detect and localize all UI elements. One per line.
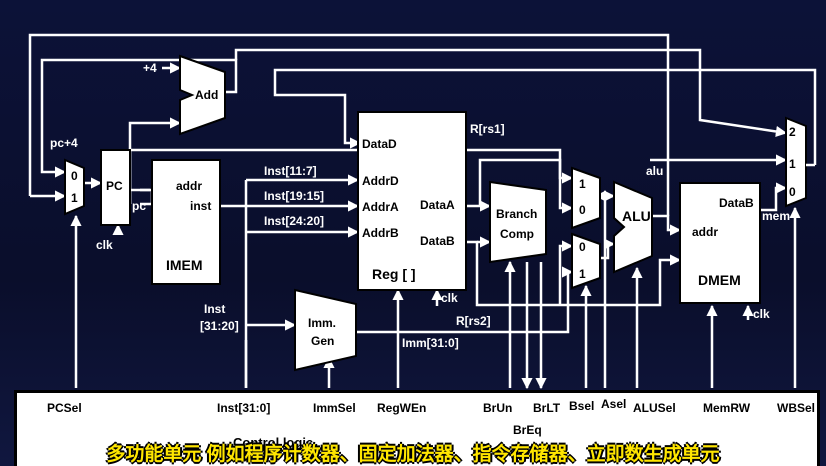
signal-brlt: BrLT xyxy=(533,401,561,415)
signal-breq: BrEq xyxy=(513,423,542,437)
dmem-clk-label: clk xyxy=(753,307,770,321)
reg-clk-label: clk xyxy=(441,291,458,305)
immgen-label-1: Imm. xyxy=(308,316,336,330)
pc-clk-label: clk xyxy=(96,238,113,252)
dmem-addr-label: addr xyxy=(692,225,718,239)
pc-out-label: pc xyxy=(132,199,146,213)
bmux-in0: 0 xyxy=(579,240,586,254)
amux-in1: 1 xyxy=(579,177,586,191)
signal-pcsel: PCSel xyxy=(47,401,82,415)
wire-pc-plus4-to-wbmux xyxy=(234,48,788,138)
signal-alusel: ALUSel xyxy=(633,401,676,415)
signal-memrw: MemRW xyxy=(703,401,751,415)
wire-pc-plus4-feedback xyxy=(40,58,238,178)
imem-label: IMEM xyxy=(166,257,203,273)
signal-brun: BrUn xyxy=(483,401,513,415)
signal-regwen: RegWEn xyxy=(377,401,427,415)
signal-bsel: Bsel xyxy=(569,399,595,413)
branch-comparator xyxy=(489,180,547,264)
wire-alu-to-wbmux xyxy=(666,154,788,216)
signal-wbsel: WBSel xyxy=(777,401,816,415)
signal-immsel: ImmSel xyxy=(313,401,356,415)
dmem-datab-label: DataB xyxy=(719,196,754,210)
wire-rs1-to-amux xyxy=(478,158,574,214)
pc-label: PC xyxy=(106,179,123,193)
b-mux xyxy=(571,232,601,290)
adder-block xyxy=(179,54,226,136)
wb-mux xyxy=(785,116,807,208)
a-mux xyxy=(571,166,601,230)
dmem-label: DMEM xyxy=(698,272,741,288)
pc-plus4-label: pc+4 xyxy=(50,136,78,150)
reg-datad-label: DataD xyxy=(362,137,397,151)
immgen-label-2: Gen xyxy=(311,334,334,348)
inst-imm-label-a: Inst xyxy=(204,302,225,316)
inst-rs2-label: Inst[24:20] xyxy=(264,214,324,228)
pc-register xyxy=(100,149,131,226)
pc-mux-in1: 1 xyxy=(71,191,78,205)
wire-writeback-bus xyxy=(273,68,817,165)
reg-addrd-label: AddrD xyxy=(362,174,399,188)
rs1-out-label: R[rs1] xyxy=(470,122,505,136)
wire-bmux-to-alu xyxy=(600,238,616,260)
reg-addra-label: AddrA xyxy=(362,200,399,214)
mem-out-label: mem xyxy=(762,209,790,223)
wbmux-in2: 2 xyxy=(789,125,796,139)
amux-in0: 0 xyxy=(579,203,586,217)
adder-label: Add xyxy=(195,88,218,102)
pc-mux xyxy=(64,158,85,216)
control-logic-title: Control logic xyxy=(233,435,314,450)
control-logic-block: PCSel Inst[31:0] ImmSel RegWEn BrUn BrEq… xyxy=(14,390,820,466)
inst-rd-label: Inst[11:7] xyxy=(264,164,317,178)
alu-out-label: alu xyxy=(646,164,663,178)
register-file xyxy=(357,111,467,291)
branch-label-2: Comp xyxy=(500,227,534,241)
wire-imm-to-bmux xyxy=(356,266,574,334)
signal-asel: Asel xyxy=(601,397,627,411)
wire-mem-to-wbmux xyxy=(760,182,788,212)
signal-inst: Inst[31:0] xyxy=(217,401,271,415)
wbmux-in1: 1 xyxy=(789,157,796,171)
rs2-out-label: R[rs2] xyxy=(456,314,491,328)
imem-inst-label: inst xyxy=(190,199,211,213)
branch-label-1: Branch xyxy=(496,207,537,221)
imem-block xyxy=(151,159,221,285)
wire-rs1-out xyxy=(466,175,482,208)
wire-alu-out xyxy=(652,214,682,236)
pc-mux-in0: 0 xyxy=(71,169,78,183)
dmem-block xyxy=(679,182,761,304)
reg-dataa-label: DataA xyxy=(420,198,455,212)
reg-addrb-label: AddrB xyxy=(362,226,399,240)
bmux-in1: 1 xyxy=(579,267,586,281)
immgen-block xyxy=(294,288,357,372)
alu-label: ALU xyxy=(622,208,651,224)
wbmux-in0: 0 xyxy=(789,185,796,199)
alu-block xyxy=(613,180,653,274)
inst-rs1-label: Inst[19:15] xyxy=(264,189,324,203)
imm-out-label: Imm[31:0] xyxy=(402,336,459,350)
inst-imm-label-b: [31:20] xyxy=(200,319,239,333)
wire-rs2-to-bmux xyxy=(558,240,574,305)
wire-alu-to-pcmux xyxy=(28,33,670,196)
video-subtitle: 多功能单元 例如程序计数器、固定加法器、指令存储器、立即数生成单元 xyxy=(106,443,720,465)
reg-datab-label: DataB xyxy=(420,234,455,248)
imem-addr-label: addr xyxy=(176,179,202,193)
plus4-label: +4 xyxy=(143,61,157,75)
reg-label: Reg [ ] xyxy=(372,266,416,282)
